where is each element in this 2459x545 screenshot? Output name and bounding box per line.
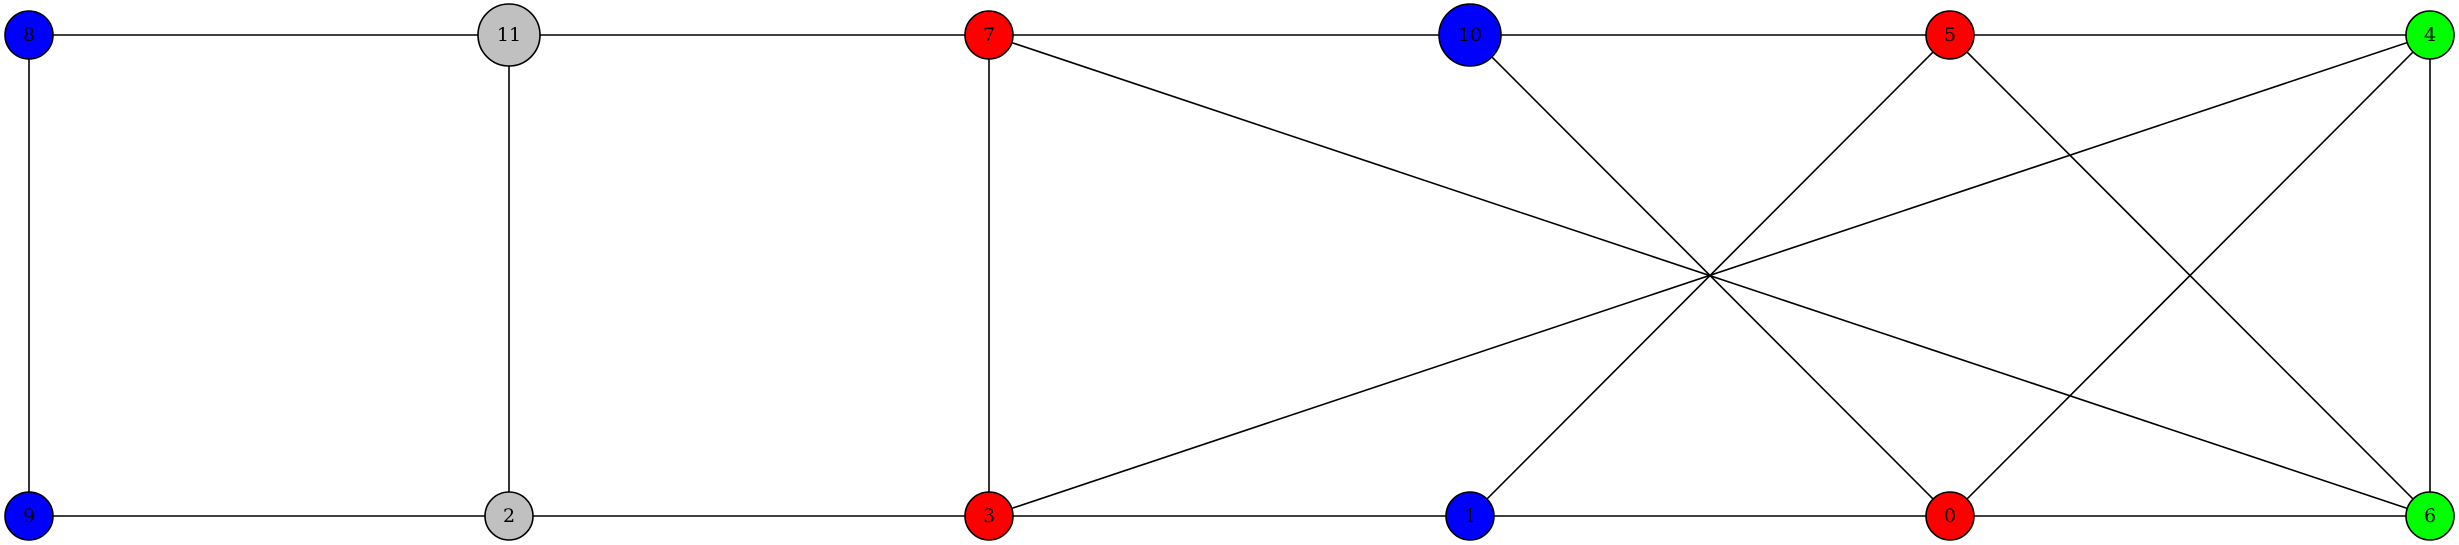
node-circle-3 xyxy=(964,491,1014,541)
node-circle-10 xyxy=(1438,3,1502,67)
node-label-7: 7 xyxy=(983,24,995,46)
node-4: 4 xyxy=(2405,10,2455,60)
node-label-0: 0 xyxy=(1944,505,1956,527)
node-circle-6 xyxy=(2405,491,2455,541)
node-circle-5 xyxy=(1925,10,1975,60)
node-10: 10 xyxy=(1438,3,1502,67)
node-label-2: 2 xyxy=(503,505,515,527)
node-3: 3 xyxy=(964,491,1014,541)
edge-layer xyxy=(28,34,2431,517)
node-label-9: 9 xyxy=(23,505,35,527)
node-circle-0 xyxy=(1925,491,1975,541)
node-label-1: 1 xyxy=(1464,505,1476,527)
node-6: 6 xyxy=(2405,491,2455,541)
node-label-11: 11 xyxy=(497,24,521,46)
node-7: 7 xyxy=(964,10,1014,60)
node-label-5: 5 xyxy=(1944,24,1956,46)
node-circle-2 xyxy=(484,491,534,541)
node-label-3: 3 xyxy=(983,505,995,527)
node-1: 1 xyxy=(1445,491,1495,541)
node-circle-1 xyxy=(1445,491,1495,541)
node-circle-11 xyxy=(477,3,541,67)
node-11: 11 xyxy=(477,3,541,67)
node-0: 0 xyxy=(1925,491,1975,541)
node-2: 2 xyxy=(484,491,534,541)
node-circle-8 xyxy=(4,10,54,60)
node-label-8: 8 xyxy=(23,24,35,46)
edge-4-3 xyxy=(988,34,2431,517)
node-5: 5 xyxy=(1925,10,1975,60)
node-circle-7 xyxy=(964,10,1014,60)
node-9: 9 xyxy=(4,491,54,541)
node-circle-4 xyxy=(2405,10,2455,60)
node-label-4: 4 xyxy=(2424,24,2436,46)
edge-4-0 xyxy=(1949,34,2431,517)
node-circle-9 xyxy=(4,491,54,541)
node-label-6: 6 xyxy=(2424,505,2436,527)
node-8: 8 xyxy=(4,10,54,60)
node-label-10: 10 xyxy=(1458,24,1482,46)
